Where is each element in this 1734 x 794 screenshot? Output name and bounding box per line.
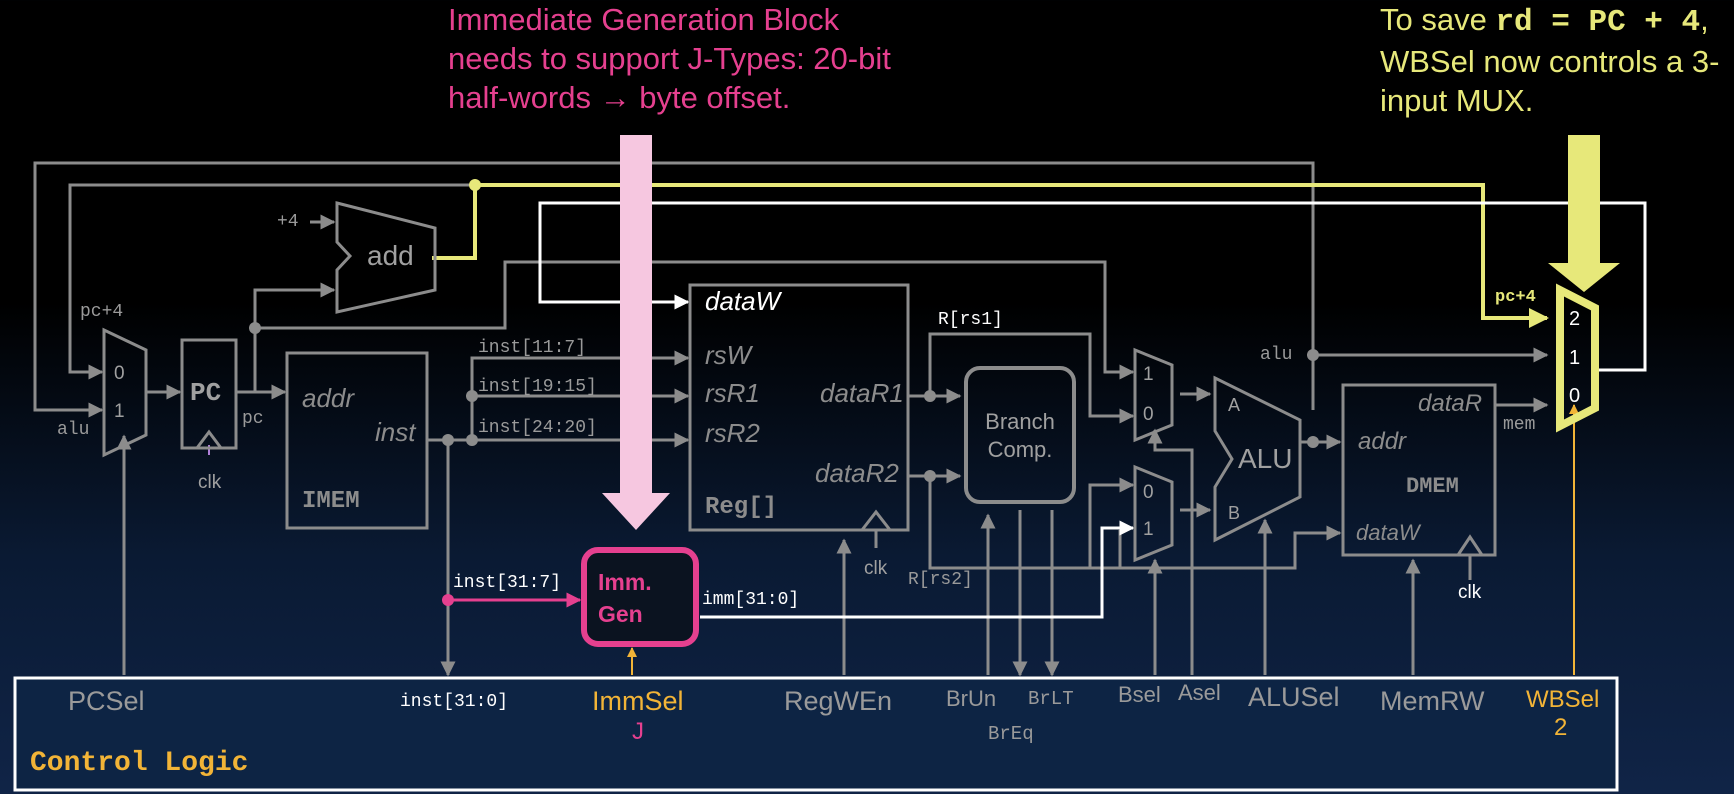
- pcmux-1-label: 1: [114, 401, 125, 422]
- adder-shape: [335, 201, 437, 314]
- reg-clock-triangle: [860, 509, 892, 531]
- clk-dmem-label: clk: [1458, 582, 1482, 603]
- alu-to-pcmux-wire: [33, 161, 1315, 418]
- wbmux-1-label: 1: [1569, 347, 1581, 369]
- bsel-0-label: 0: [1143, 482, 1154, 503]
- branch-comp-label: Branch Comp.: [985, 409, 1055, 462]
- asel-mux: [1133, 347, 1174, 443]
- imm-note-arrow: [602, 135, 670, 530]
- pcmux-0-label: 0: [114, 363, 125, 384]
- control-logic-box: [13, 676, 1619, 792]
- wbmux-0-label: 0: [1569, 385, 1581, 407]
- dmem-clock-triangle: [1456, 534, 1484, 556]
- asel-ctrl-wire: [1147, 428, 1194, 675]
- inst-31-7-label: inst[31:7]: [453, 573, 562, 593]
- bsel-in0-wire: [1088, 477, 1135, 568]
- rrs2-wire: [928, 476, 1342, 570]
- dmem-box: [1341, 383, 1497, 557]
- inst-11-7-wire: [470, 350, 690, 440]
- imem-box: [285, 351, 429, 530]
- alu-a-label: A: [1228, 395, 1241, 415]
- r-rs2-label: R[rs2]: [908, 570, 973, 590]
- immsel-label: ImmSel: [592, 686, 684, 716]
- clk-pc-label: clk: [198, 472, 222, 493]
- breq-label: BrEq: [988, 723, 1034, 745]
- alu-label: ALU: [1238, 443, 1293, 474]
- reg-datar2-label: dataR2: [815, 458, 899, 488]
- bsel-label: Bsel: [1118, 682, 1161, 707]
- inst-31-0-label: inst[31:0]: [400, 692, 509, 712]
- imem-title: IMEM: [302, 488, 360, 515]
- pc4-wire-label: pc+4: [80, 302, 124, 322]
- inst-19-15-label: inst[19:15]: [478, 377, 597, 397]
- asel-label: Asel: [1178, 680, 1221, 705]
- inst-11-7-label: inst[11:7]: [478, 338, 587, 358]
- wb-pc4-label: pc+4: [1495, 288, 1536, 307]
- imem-inst-label: inst: [375, 417, 416, 447]
- inst-24-20-label: inst[24:20]: [478, 418, 597, 438]
- branch-comp-box: [964, 366, 1076, 504]
- wbsel-label: WBSel: [1526, 686, 1600, 713]
- imm-to-bsel-wire: [700, 520, 1135, 619]
- pc4-to-wb-wire: [432, 183, 1549, 328]
- wbsel-mux: [1556, 283, 1599, 433]
- pc-to-asel-wire: [255, 260, 1135, 380]
- add-label: add: [367, 240, 414, 271]
- pc-to-add-wire: [253, 282, 336, 392]
- alu-b-label: B: [1228, 503, 1241, 523]
- r-rs1-label: R[rs1]: [938, 310, 1003, 330]
- immgen-box: [581, 547, 699, 647]
- rrs1-wire: [928, 332, 1135, 424]
- imem-addr-label: addr: [302, 383, 355, 413]
- pc-wire-label: pc: [242, 409, 264, 429]
- asel-1-label: 1: [1143, 364, 1154, 385]
- pc-clock-triangle: [195, 429, 223, 449]
- brun-label: BrUn: [946, 686, 997, 711]
- alusel-label: ALUSel: [1248, 682, 1340, 712]
- alu-shape: [1213, 375, 1302, 543]
- dmem-datar-label: dataR: [1418, 390, 1483, 417]
- pcsel-label: PCSel: [68, 686, 145, 716]
- clk-reg-label: clk: [864, 558, 888, 579]
- regwen-label: RegWEn: [784, 686, 893, 716]
- asel-0-label: 0: [1143, 404, 1154, 425]
- reg-rsr2-label: rsR2: [705, 418, 760, 448]
- pc-register: [180, 338, 238, 450]
- regfile-box: [688, 283, 910, 532]
- immgen-label: Imm. Gen: [598, 569, 652, 627]
- bsel-1-label: 1: [1143, 519, 1154, 540]
- plus4-label: +4: [277, 212, 299, 232]
- memrw-label: MemRW: [1380, 686, 1485, 716]
- bsel-mux: [1133, 464, 1174, 563]
- wb-note-arrow: [1548, 135, 1620, 292]
- wb-to-dataw-wire: [538, 201, 1647, 372]
- wbmux-2-label: 2: [1569, 308, 1581, 330]
- dmem-dataw-label: dataW: [1356, 520, 1420, 545]
- reg-datar1-label: dataR1: [820, 378, 904, 408]
- reg-title: Reg[]: [705, 494, 778, 521]
- wb-alu-label: alu: [1260, 345, 1293, 365]
- immgen-note: Immediate Generation Block needs to supp…: [448, 2, 891, 115]
- reg-rsw-label: rsW: [705, 340, 752, 370]
- dmem-title: DMEM: [1406, 474, 1459, 499]
- reg-datawlabel: dataW: [705, 286, 781, 316]
- pc-mux: [102, 327, 148, 458]
- wbsel-note: To save rd = PC + 4, WBSel now controls …: [1380, 2, 1720, 118]
- control-logic-title: Control Logic: [30, 748, 249, 779]
- dmem-addr-label: addr: [1358, 428, 1407, 455]
- brlt-label: BrLT: [1028, 688, 1074, 710]
- reg-rsr1-label: rsR1: [705, 378, 760, 408]
- wb-mem-label: mem: [1503, 415, 1536, 435]
- alu-wire-label: alu: [57, 420, 90, 440]
- wbsel-value: 2: [1554, 714, 1568, 741]
- pc-label: PC: [190, 378, 222, 408]
- pc4-to-pcmux-wire: [68, 183, 475, 380]
- imm-31-0-label: imm[31:0]: [702, 590, 800, 610]
- immsel-value: J: [632, 718, 644, 745]
